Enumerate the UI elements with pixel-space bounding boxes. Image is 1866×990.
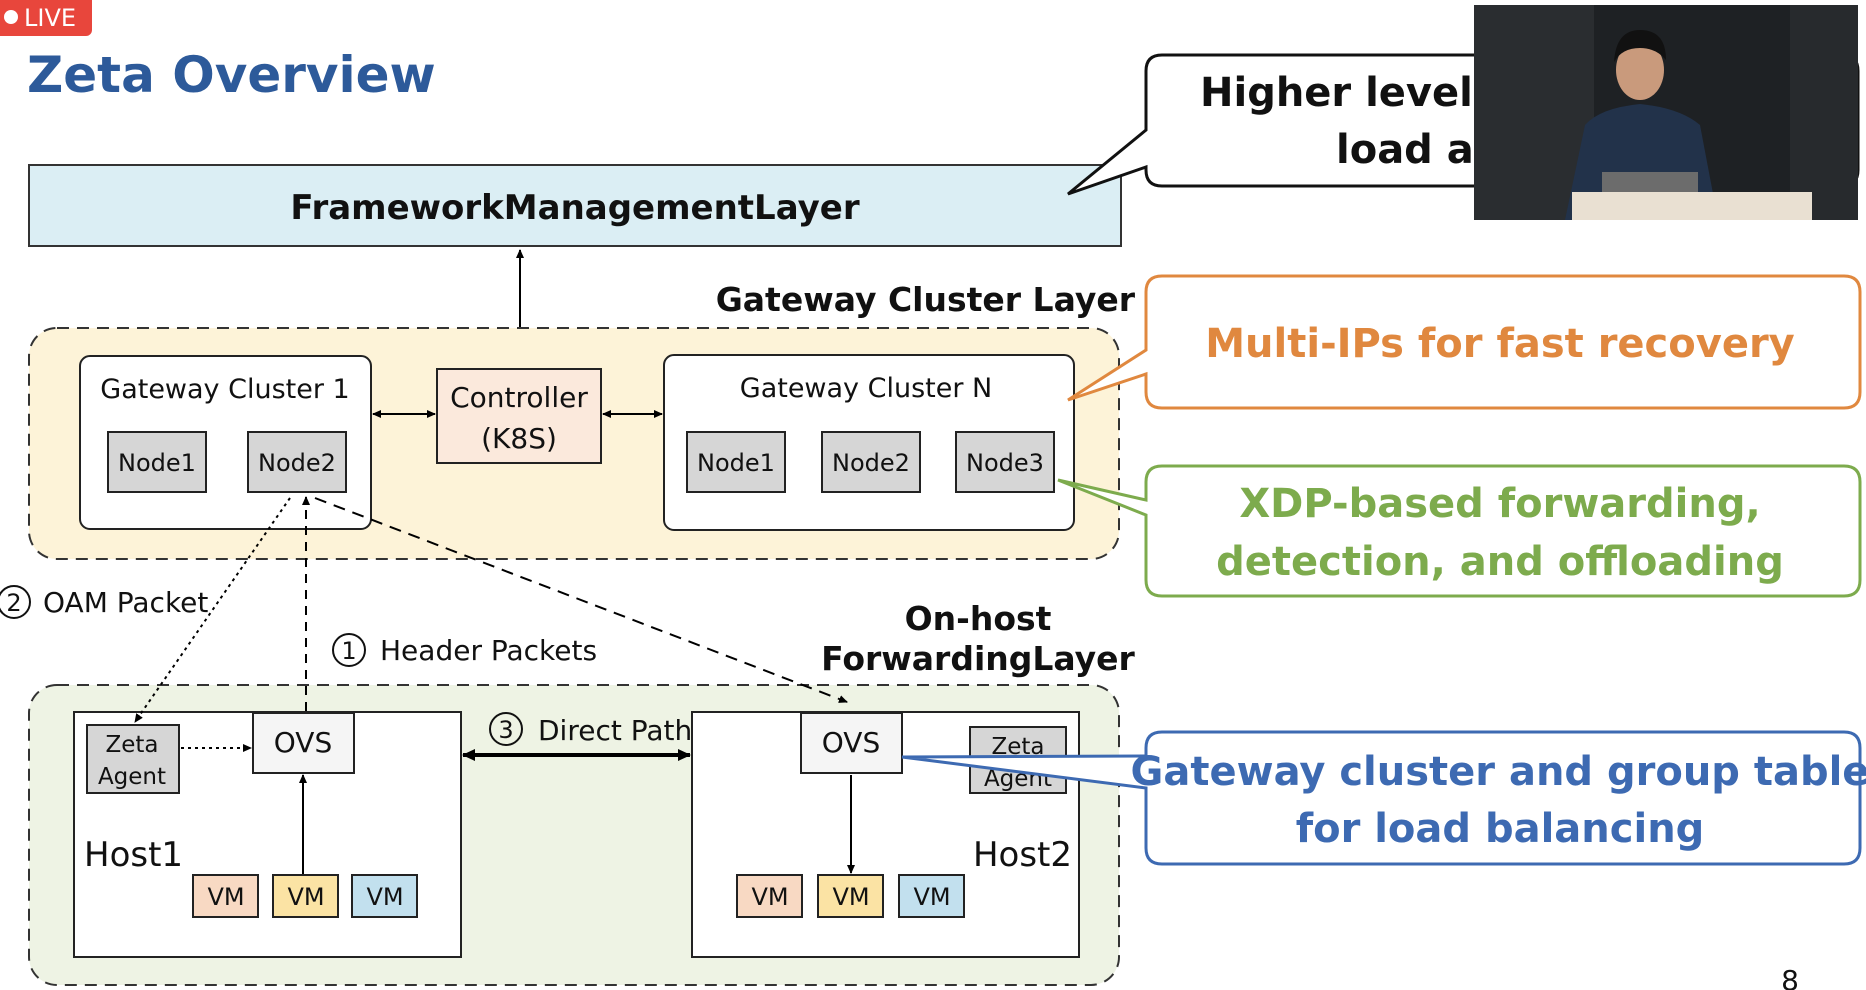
direct-path-number: 3 (498, 716, 513, 744)
direct-path-number-circle (489, 712, 523, 746)
framework-management-layer-label: FrameworkManagementLayer (290, 188, 859, 228)
host1-zeta-agent-box (86, 724, 180, 794)
host1-vm1-box (192, 874, 259, 918)
oam-packet-number-circle (0, 585, 31, 619)
host1-vm2-box (272, 874, 339, 918)
host1-vm1-label: VM (207, 883, 244, 911)
host2-vm2-label: VM (832, 883, 869, 911)
host1-vm3-label: VM (366, 883, 403, 911)
oam-packet-number: 2 (6, 589, 21, 617)
green-callout-line1: XDP-based forwarding, (1239, 481, 1760, 527)
gcn-node2-label: Node2 (832, 449, 910, 477)
host2-vm1-box (736, 874, 803, 918)
green-callout-line2: detection, and offloading (1216, 539, 1784, 585)
onhost-layer-label-line2: ForwardingLayer (821, 639, 1135, 678)
gc1-node2-box (247, 431, 347, 493)
framework-management-layer-box (28, 164, 1122, 247)
live-badge-label: LIVE (24, 4, 77, 32)
host1-vm2-label: VM (287, 883, 324, 911)
speaker-video-overlay (1474, 5, 1858, 220)
host1-agent-line2: Agent (98, 764, 166, 790)
orange-callout-text: Multi-IPs for fast recovery (1205, 321, 1795, 367)
page-number: 8 (1781, 964, 1799, 990)
host2-ovs-box (800, 712, 903, 774)
live-dot-icon (4, 10, 18, 24)
gcn-node3-box (955, 431, 1055, 493)
host1-vm3-box (351, 874, 418, 918)
header-packets-number: 1 (341, 637, 356, 665)
host1-ovs-box (252, 712, 355, 774)
host2-vm3-box (898, 874, 965, 918)
header-packets-label: Header Packets (380, 634, 597, 667)
blue-callout-bubble (901, 730, 1862, 866)
onhost-layer-label-line1: On-host (905, 599, 1052, 638)
blue-callout-line2: for load balancing (1296, 806, 1705, 852)
host1-label: Host1 (84, 835, 183, 875)
gateway-cluster-n-label: Gateway Cluster N (740, 373, 992, 404)
host1-ovs-label: OVS (274, 726, 332, 759)
controller-label-line1: Controller (450, 381, 588, 414)
gcn-node1-label: Node1 (697, 449, 775, 477)
top-callout-line1: Higher level m (1200, 70, 1528, 116)
gcn-node1-box (686, 431, 786, 493)
gc1-node2-label: Node2 (258, 449, 336, 477)
green-callout-bubble (1057, 464, 1862, 598)
gateway-cluster-1-label: Gateway Cluster 1 (100, 374, 349, 405)
direct-path-label: Direct Path (538, 714, 692, 747)
gc1-node1-label: Node1 (118, 449, 196, 477)
gateway-to-host2-ovs-arrow (314, 497, 848, 703)
host2-label: Host2 (973, 835, 1072, 875)
host2-vm1-label: VM (751, 883, 788, 911)
host2-ovs-label: OVS (822, 726, 880, 759)
orange-callout-bubble (1067, 274, 1862, 410)
gcn-node3-label: Node3 (966, 449, 1044, 477)
live-badge: LIVE (0, 0, 92, 36)
host2-vm2-box (817, 874, 884, 918)
controller-box (436, 368, 602, 464)
gateway-cluster-layer-label: Gateway Cluster Layer (716, 280, 1136, 319)
slide-title: Zeta Overview (27, 46, 436, 104)
header-packets-number-circle (332, 633, 366, 667)
oam-packet-label: OAM Packet (43, 586, 208, 619)
oam-packet-arrow (134, 497, 291, 723)
top-callout-line2: load ac (1336, 127, 1497, 173)
gcn-node2-box (821, 431, 921, 493)
blue-callout-line1: Gateway cluster and group table (1131, 749, 1866, 795)
host2-vm3-label: VM (913, 883, 950, 911)
host1-agent-line1: Zeta (105, 732, 158, 758)
controller-label-line2: (K8S) (481, 422, 557, 455)
gc1-node1-box (107, 431, 207, 493)
